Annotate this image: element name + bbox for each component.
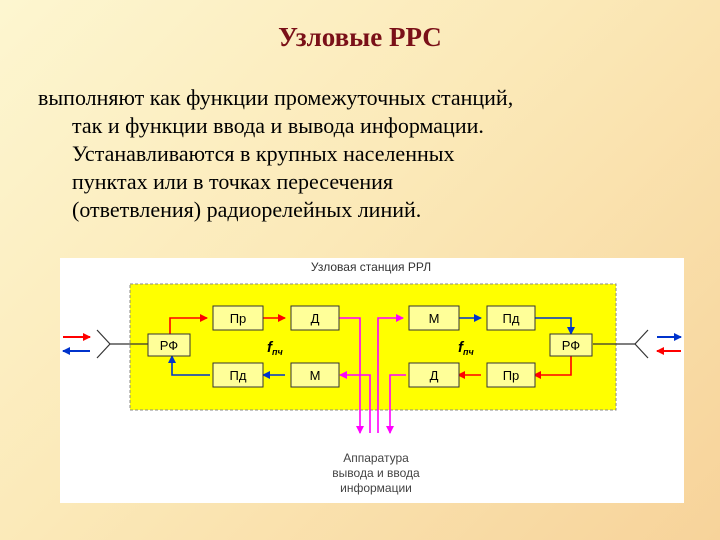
magenta-drop-top-left (338, 317, 364, 434)
label-m-bottom-left: М (310, 368, 321, 383)
slide-paragraph: выполняют как функции промежуточных стан… (38, 84, 698, 224)
block-m-top (408, 305, 460, 331)
arrow-pd-to-rf-left (168, 355, 210, 376)
fpch-right: fпч (458, 339, 474, 357)
block-pd-top (486, 305, 536, 331)
block-pd-bottom-left (212, 362, 264, 388)
fpch-left: fпч (267, 339, 283, 357)
block-rf-right (549, 333, 593, 357)
label-d-top: Д (311, 311, 320, 326)
diagram-caption: Узловая станция РРЛ (311, 260, 431, 274)
label-rf-left: РФ (160, 338, 179, 353)
label-pr-top: Пр (230, 311, 247, 326)
svg-text:вывода и ввода: вывода и ввода (332, 466, 420, 480)
block-pr-top (212, 305, 264, 331)
block-m-bottom-left (290, 362, 340, 388)
arrow-pd-to-rf (534, 317, 575, 335)
magenta-insert-top-right (377, 314, 404, 433)
paragraph-line-4: пунктах или в точках пересечения (72, 169, 394, 194)
svg-text:информации: информации (340, 481, 412, 495)
label-d-bottom-right: Д (430, 368, 439, 383)
paragraph-line-2: так и функции ввода и вывода информации. (72, 113, 484, 138)
paragraph-line-5: (ответвления) радиорелейных линий. (72, 197, 422, 222)
left-antenna (96, 329, 148, 359)
arrow-rf-to-pr-bottom (533, 354, 572, 379)
label-pd-top: Пд (503, 311, 520, 326)
block-pr-bottom-right (486, 362, 536, 388)
paragraph-line-1: выполняют как функции промежуточных стан… (38, 85, 514, 110)
paragraph-line-3: Устанавливаются в крупных населенных (72, 141, 455, 166)
block-d-bottom-right (408, 362, 460, 388)
label-pd-bottom-left: Пд (230, 368, 247, 383)
station-diagram: Узловая станция РРЛ (60, 258, 684, 503)
slide-title: Узловые РРС (278, 22, 442, 52)
label-m-top: М (429, 311, 440, 326)
right-antenna (593, 329, 649, 359)
svg-text:Аппаратура: Аппаратура (343, 451, 409, 465)
block-rf-left (147, 333, 191, 357)
block-d-top (290, 305, 340, 331)
station-diagram-svg: Узловая станция РРЛ (62, 260, 682, 495)
equipment-label: Аппаратура вывода и ввода информации (332, 451, 420, 495)
label-pr-bottom-right: Пр (503, 368, 520, 383)
magenta-insert-bottom-left (339, 371, 371, 433)
label-rf-right: РФ (562, 338, 581, 353)
station-area (129, 283, 617, 411)
magenta-drop-bottom-right (386, 374, 406, 434)
arrow-rf-to-pr (169, 314, 208, 336)
